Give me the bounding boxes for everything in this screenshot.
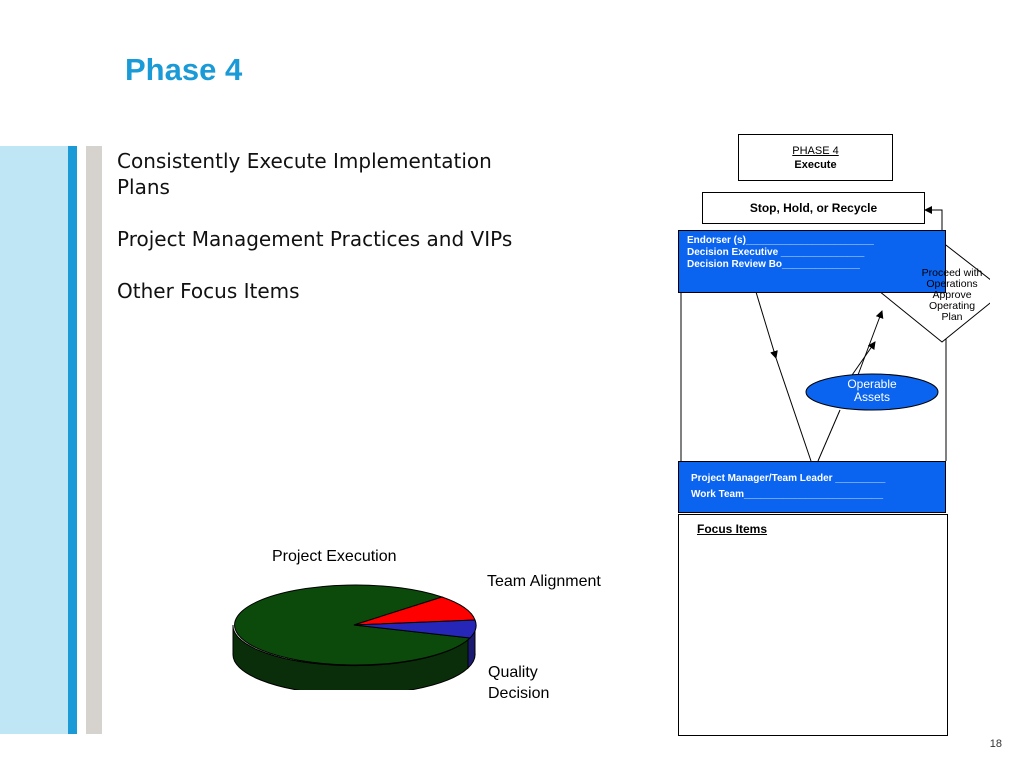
bullet-item: Project Management Practices and VIPs bbox=[117, 227, 513, 251]
ellipse-text: Operable Assets bbox=[806, 378, 938, 404]
bullet-item: Consistently Execute Implementation Plan… bbox=[117, 149, 492, 199]
arrow-to-ellipse bbox=[849, 341, 876, 379]
pie-slice-project-execution bbox=[234, 584, 472, 666]
decorative-bar-gray bbox=[86, 146, 102, 734]
phase4-box: PHASE 4 Execute bbox=[738, 134, 893, 181]
pie-label-quality-decision: Quality Decision bbox=[488, 664, 550, 702]
page-title: Phase 4 bbox=[125, 52, 243, 87]
decorative-bar-blue bbox=[68, 146, 77, 734]
diamond-line: Plan bbox=[941, 311, 963, 323]
project-manager-line: Project Manager/Team Leader _________ bbox=[691, 473, 886, 484]
stop-hold-recycle-box: Stop, Hold, or Recycle bbox=[702, 192, 925, 224]
diamond-line: Operating bbox=[928, 300, 976, 312]
page-number: 18 bbox=[989, 738, 1002, 750]
diamond-text: Proceed with Operations Approve Operatin… bbox=[897, 268, 1007, 323]
focus-items-label: Focus Items bbox=[697, 522, 768, 536]
connector-up-line bbox=[817, 409, 841, 462]
pie-slice-quality-decision bbox=[353, 619, 477, 639]
ellipse-line: Assets bbox=[853, 390, 890, 404]
diamond-line: Proceed with bbox=[921, 267, 983, 279]
work-team-line: Work Team_________________________ bbox=[691, 489, 884, 500]
arrow-top-to-bottom bbox=[755, 291, 778, 359]
decision-executive-line: Decision Executive _______________ bbox=[687, 247, 865, 258]
endorser-box: Endorser (s)_______________________ Deci… bbox=[678, 230, 946, 293]
operable-assets-ellipse bbox=[805, 373, 939, 411]
diamond-line: Approve bbox=[932, 289, 972, 301]
ellipse-line: Operable bbox=[847, 377, 897, 391]
pie-label-team-alignment: Team Alignment bbox=[487, 573, 601, 590]
phase4-label: PHASE 4 bbox=[792, 145, 839, 157]
diamond-line: Operations bbox=[926, 278, 978, 290]
pie-chart bbox=[232, 584, 477, 690]
focus-items-box: Focus Items bbox=[678, 514, 948, 736]
arrow-to-diamond bbox=[857, 310, 884, 376]
endorser-line: Endorser (s)_______________________ bbox=[687, 235, 874, 246]
bullet-item: Other Focus Items bbox=[117, 279, 300, 303]
connector-down-line bbox=[775, 357, 812, 462]
project-manager-box: Project Manager/Team Leader _________ Wo… bbox=[678, 461, 946, 513]
execute-label: Execute bbox=[794, 159, 837, 171]
bullet-list: Consistently Execute Implementation Plan… bbox=[117, 148, 537, 330]
decorative-bar-light bbox=[0, 146, 68, 734]
decision-review-line: Decision Review Bo______________ bbox=[687, 259, 860, 270]
pie-label-project-execution: Project Execution bbox=[272, 548, 397, 565]
pie-slice-team-alignment bbox=[353, 596, 476, 626]
